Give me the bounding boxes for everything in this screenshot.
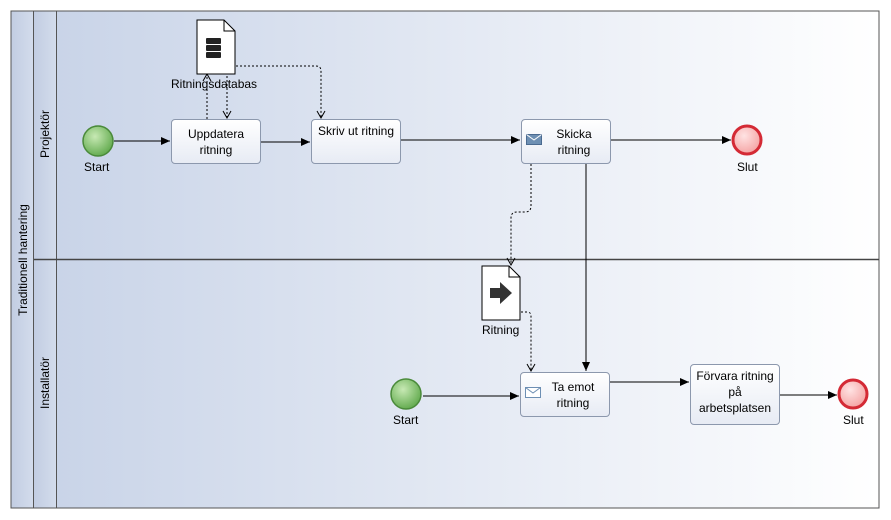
task-label-line: på [728, 385, 742, 399]
start-event-projektor[interactable] [82, 125, 114, 157]
task-uppdatera-ritning[interactable]: Uppdatera ritning [171, 119, 261, 164]
database-icon [206, 38, 221, 58]
lane-header-projektor [34, 11, 56, 260]
pool-header [11, 11, 34, 508]
end-event-label: Slut [737, 160, 758, 174]
start-event-installator[interactable] [390, 378, 422, 410]
task-skicka-ritning[interactable]: Skicka ritning [521, 119, 611, 164]
task-label-line: Ta emot [551, 379, 595, 394]
start-event-label: Start [393, 413, 419, 427]
association-skicka-to-document [506, 164, 532, 267]
task-label-line: Uppdatera [187, 126, 245, 141]
arrow-right-icon [490, 282, 512, 304]
task-label-line: Skicka [556, 126, 592, 141]
database-artifact[interactable] [196, 19, 236, 75]
task-label-line: ritning [556, 395, 590, 410]
task-label-line: ritning [199, 142, 233, 157]
database-label: Ritningsdatabas [171, 77, 258, 91]
lane-header-installator [34, 259, 56, 508]
task-label-line: ritning [557, 142, 591, 157]
association-document-to-taemot [521, 311, 536, 373]
envelope-icon [526, 134, 542, 145]
document-artifact[interactable] [481, 265, 521, 321]
end-event-projektor[interactable] [731, 124, 763, 156]
pool-label: Traditionell hantering [16, 204, 30, 316]
lane-label-projektor: Projektör [38, 109, 52, 159]
task-ta-emot-ritning[interactable]: Ta emot ritning [520, 372, 610, 417]
start-event-label: Start [84, 160, 110, 174]
task-forvara-ritning[interactable]: Förvara ritning på arbetsplatsen [690, 364, 780, 425]
association-database-to-skriv [236, 65, 326, 120]
document-label: Ritning [482, 323, 520, 337]
task-label-line: Förvara ritning [696, 369, 774, 383]
lane-label-installator: Installatör [38, 356, 52, 410]
task-label-line: arbetsplatsen [698, 401, 772, 415]
envelope-icon [525, 387, 541, 398]
end-event-label: Slut [843, 413, 864, 427]
end-event-installator[interactable] [837, 378, 869, 410]
task-skriv-ut-ritning[interactable]: Skriv ut ritning [311, 119, 401, 164]
task-label: Skriv ut ritning [317, 124, 395, 138]
